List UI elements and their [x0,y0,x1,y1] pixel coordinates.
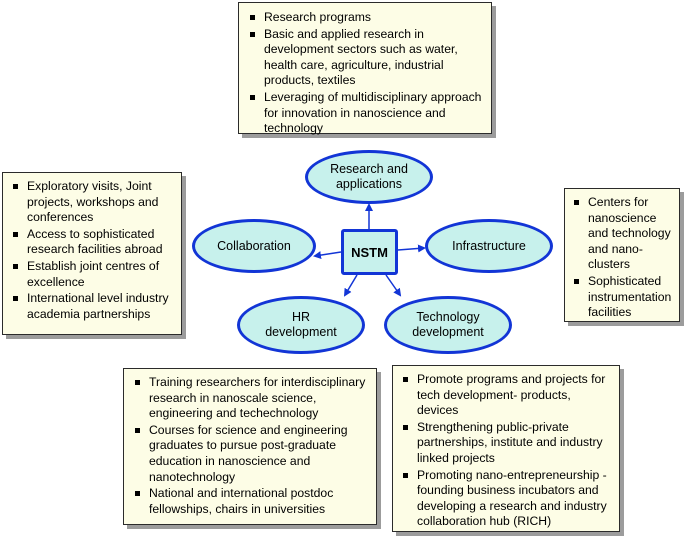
box-research: Research programs Basic and applied rese… [238,2,492,137]
arrow-to-technology [385,274,402,297]
box-technology-item: Promoting nano-entrepreneurship - foundi… [400,468,613,530]
box-collaboration-item: International level industry academia pa… [10,291,175,322]
node-research-line2: applications [335,177,402,191]
node-research-line1: Research and [330,162,408,176]
node-infrastructure: Infrastructure [425,219,553,273]
box-research-item: Research programs [247,10,483,26]
box-hr-item: Training researchers for interdisciplina… [132,375,368,422]
box-infrastructure-item: Centers for nanoscience and technology a… [571,195,675,273]
node-nstm: NSTM [341,229,398,275]
node-technology-line2: development [412,325,484,339]
arrow-to-collaboration [313,251,342,260]
arrow-to-infrastructure [397,244,426,253]
box-collaboration-item: Establish joint centres of excellence [10,259,175,290]
box-hr-item: National and international postdoc fello… [132,486,368,517]
node-hr-line1: HR [291,310,311,324]
box-collaboration: Exploratory visits, Joint projects, work… [2,172,182,335]
node-infrastructure-label: Infrastructure [452,238,526,253]
box-hr: Training researchers for interdisciplina… [123,368,377,525]
box-hr-item: Courses for science and engineering grad… [132,423,368,485]
box-research-item: Leveraging of multidisciplinary approach… [247,90,483,137]
node-collaboration-label: Collaboration [217,238,291,253]
node-collaboration: Collaboration [192,219,316,273]
box-infrastructure-item: Sophisticated instrumentation facilities [571,274,675,321]
node-hr: HR development [237,296,365,354]
box-technology-item: Promote programs and projects for tech d… [400,372,613,419]
node-technology: Technology development [384,296,512,354]
box-infrastructure: Centers for nanoscience and technology a… [564,188,680,322]
arrow-to-hr [343,274,358,297]
node-nstm-label: NSTM [351,244,388,260]
box-research-item: Basic and applied research in developmen… [247,27,483,89]
box-collaboration-item: Access to sophisticated research facilit… [10,227,175,258]
box-technology: Promote programs and projects for tech d… [392,365,620,532]
node-hr-line2: development [265,325,337,339]
box-technology-item: Strengthening public-private partnership… [400,420,613,467]
node-technology-line1: Technology [416,310,480,324]
node-research: Research and applications [305,150,433,204]
box-collaboration-item: Exploratory visits, Joint projects, work… [10,179,175,226]
